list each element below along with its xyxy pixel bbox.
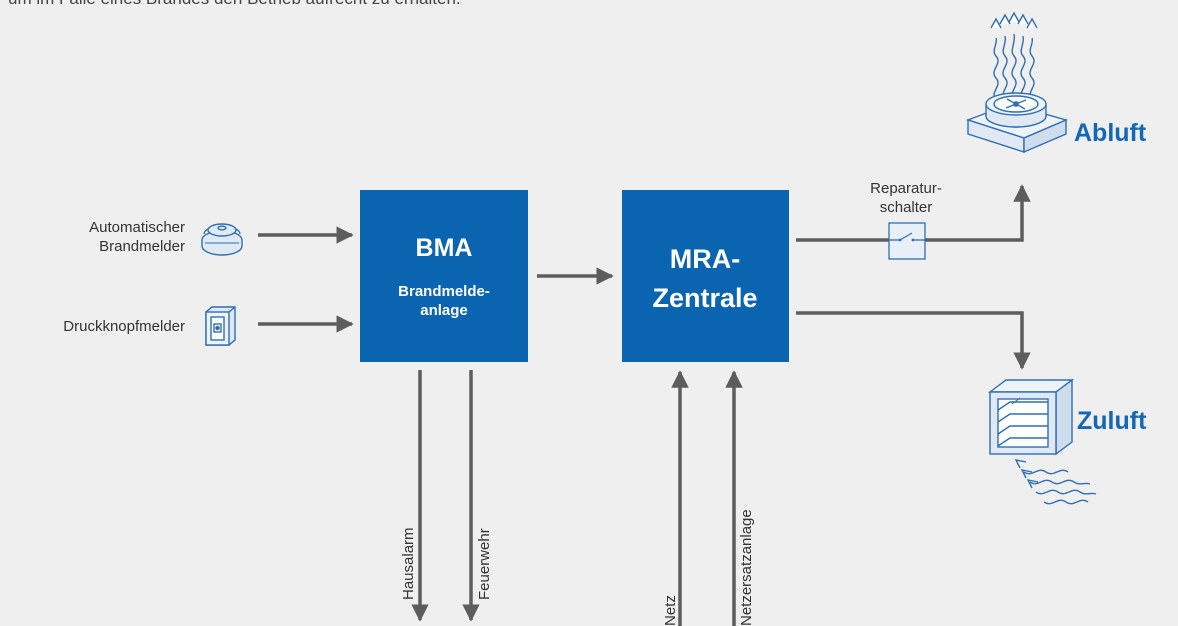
intro-text: um im Falle eines Brandes den Betrieb au… xyxy=(8,0,461,8)
smoke-detector-label-line1: Automatischer xyxy=(89,219,185,236)
push-button-label: Druckknopfmelder xyxy=(63,318,185,335)
exhaust-fan-icon xyxy=(965,11,1069,154)
mra-title-line1: MRA- xyxy=(670,244,740,274)
bma-subtitle-line2: anlage xyxy=(420,302,468,319)
smoke-detector-icon xyxy=(201,223,243,256)
repair-switch-label-line2: schalter xyxy=(880,199,933,216)
line-mra-to-supply xyxy=(796,311,1031,370)
hausalarm-label: Hausalarm xyxy=(400,527,417,600)
bma-box xyxy=(360,190,528,362)
netzersatzanlage-label: Netzersatzanlage xyxy=(738,509,755,626)
bma-subtitle-line1: Brandmelde- xyxy=(398,283,490,300)
repair-switch-label-line1: Reparatur- xyxy=(870,180,942,197)
supply-label: Zuluft xyxy=(1077,407,1147,435)
mra-title-line2: Zentrale xyxy=(652,283,757,313)
bma-title: BMA xyxy=(416,234,473,262)
switch-icon xyxy=(888,222,926,260)
exhaust-label: Abluft xyxy=(1074,119,1147,147)
feuerwehr-label: Feuerwehr xyxy=(476,528,493,600)
mra-box xyxy=(622,190,789,362)
push-button-icon xyxy=(205,306,236,346)
smoke-detector-label-line2: Brandmelder xyxy=(99,238,185,255)
louver-icon xyxy=(987,378,1097,505)
netz-label: Netz xyxy=(662,595,679,626)
line-mra-to-exhaust xyxy=(796,184,1031,242)
